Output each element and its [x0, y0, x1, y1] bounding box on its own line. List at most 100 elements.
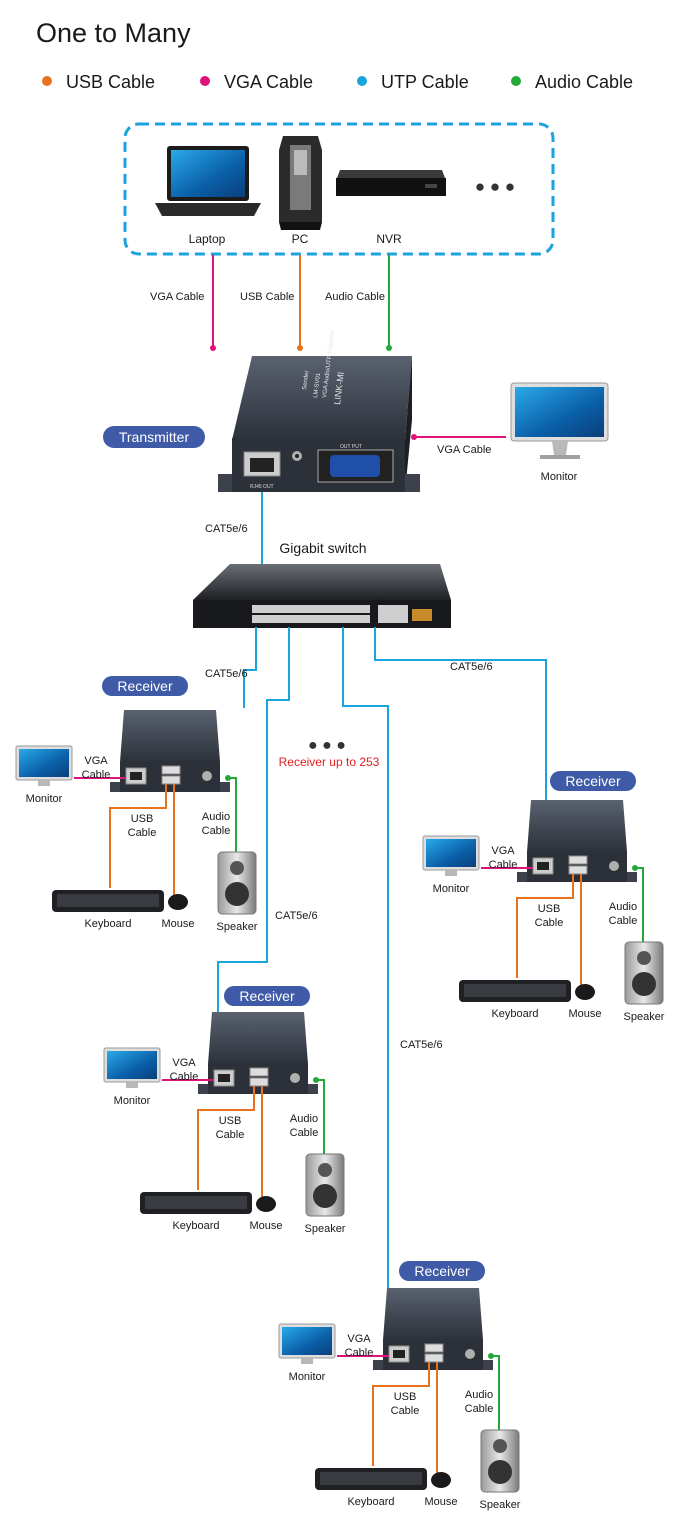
- receiver-usb-keyboard-cable-1: [109, 784, 167, 888]
- transmitter-model-line2: LM-SV01: [313, 372, 322, 398]
- receiver-audio-cable-word-2: Cable: [609, 915, 638, 927]
- cable-label-receiver-2: CAT5e/6: [450, 661, 493, 673]
- receiver-speaker-woofer-1: [225, 882, 249, 906]
- legend-utp-dot: [357, 76, 367, 86]
- receiver-audio-cable-word-1: Cable: [202, 825, 231, 837]
- receiver-keyboard-keys-4: [320, 1472, 422, 1485]
- receiver-monitor-label-3: Monitor: [114, 1095, 151, 1107]
- receiver-mouse-icon-1: [168, 894, 188, 910]
- source-audio-cable-label: Audio Cable: [325, 291, 385, 303]
- pc-label: PC: [292, 232, 309, 246]
- receiver-rj45-socket-4: [393, 1350, 405, 1358]
- laptop-icon: [155, 146, 261, 216]
- receiver-keyboard-keys-1: [57, 894, 159, 907]
- source-vga-cable-label: VGA Cable: [150, 291, 204, 303]
- receiver-audio-cable-end-3: [313, 1077, 319, 1083]
- receiver-badge-label-4: Receiver: [414, 1263, 470, 1279]
- receiver-vga-cable-word-4: Cable: [345, 1347, 374, 1359]
- receiver-usb-port-b-2: [568, 865, 588, 875]
- receiver-usb-label-3: USB: [219, 1115, 242, 1127]
- utp-cable-receiver-1: [243, 627, 257, 708]
- receiver-monitor-screen-3: [107, 1051, 157, 1079]
- receiver-speaker-tweeter-4: [493, 1439, 507, 1453]
- receiver-mount-right-4: [483, 1360, 493, 1370]
- receiver-body-top-2: [527, 800, 627, 852]
- receiver-audio-cable-end-4: [488, 1353, 494, 1359]
- page-title: One to Many: [36, 18, 191, 48]
- receiver-usb-label-1: USB: [131, 813, 154, 825]
- legend-audio-dot: [511, 76, 521, 86]
- receiver-badge-4: [399, 1261, 485, 1281]
- receiver-audio-cable-word-4: Cable: [465, 1403, 494, 1415]
- more-receivers-dots: ● ● ●: [308, 737, 346, 754]
- receiver-mount-right-2: [627, 872, 637, 882]
- transmitter-monitor-icon: [510, 382, 609, 459]
- receiver-rj45-socket-3: [218, 1074, 230, 1082]
- legend-audio-label: Audio Cable: [535, 72, 633, 92]
- receiver-dc-port-2: [609, 861, 619, 871]
- cable-label-receiver-3: CAT5e/6: [275, 910, 318, 922]
- receiver-mouse-label-1: Mouse: [161, 918, 194, 930]
- receiver-speaker-tweeter-2: [637, 951, 651, 965]
- source-group-box: [123, 122, 555, 256]
- receiver-audio-label-4: Audio: [465, 1389, 493, 1401]
- receiver-usb-keyboard-cable-4: [372, 1362, 430, 1466]
- receiver-vga-cable-word-1: Cable: [82, 769, 111, 781]
- receiver-keyboard-label-3: Keyboard: [172, 1220, 219, 1232]
- legend-vga-label: VGA Cable: [224, 72, 313, 92]
- receiver-keyboard-label-2: Keyboard: [491, 1008, 538, 1020]
- nvr-audio-cable-end: [386, 345, 392, 351]
- receiver-speaker-woofer-3: [313, 1184, 337, 1208]
- receiver-usb-cable-word-2: Cable: [535, 917, 564, 929]
- receiver-audio-label-3: Audio: [290, 1113, 318, 1125]
- receiver-monitor-stand-2: [445, 870, 457, 876]
- receiver-mouse-icon-2: [575, 984, 595, 1000]
- receiver-vga-label-4: VGA: [347, 1333, 371, 1345]
- receiver-speaker-label-4: Speaker: [480, 1499, 521, 1511]
- receiver-mount-left-2: [517, 872, 527, 882]
- pc-usb-cable-end: [297, 345, 303, 351]
- receiver-usb-label-4: USB: [394, 1391, 417, 1403]
- transmitter-switch-cable-label: CAT5e/6: [205, 523, 248, 535]
- receiver-dc-port-1: [202, 771, 212, 781]
- legend-vga-dot: [200, 76, 210, 86]
- receiver-speaker-woofer-2: [632, 972, 656, 996]
- receiver-badge-label-2: Receiver: [565, 773, 621, 789]
- receiver-rj45-socket-1: [130, 772, 142, 780]
- receiver-monitor-label-1: Monitor: [26, 793, 63, 805]
- receiver-monitor-stand-4: [301, 1358, 313, 1364]
- legend-usb-dot: [42, 76, 52, 86]
- receiver-usb-port-b-1: [161, 775, 181, 785]
- receiver-badge-1: [102, 676, 188, 696]
- receiver-vga-label-2: VGA: [491, 845, 515, 857]
- receiver-keyboard-keys-3: [145, 1196, 247, 1209]
- receiver-mount-left-4: [373, 1360, 383, 1370]
- nvr-icon: [336, 170, 446, 196]
- transmitter-port-out: OUT PUT: [340, 444, 362, 450]
- laptop-label: Laptop: [189, 232, 226, 246]
- receiver-badge-3: [224, 986, 310, 1006]
- receiver-usb-port-a-3: [249, 1067, 269, 1077]
- receiver-mount-left-3: [198, 1084, 208, 1094]
- transmitter-monitor-label: Monitor: [541, 471, 578, 483]
- receiver-mouse-icon-4: [431, 1472, 451, 1488]
- transmitter-monitor-vga-cable-end: [411, 434, 417, 440]
- receiver-speaker-tweeter-1: [230, 861, 244, 875]
- receiver-speaker-label-3: Speaker: [305, 1223, 346, 1235]
- cable-label-receiver-1: CAT5e/6: [205, 668, 248, 680]
- receiver-usb-port-b-3: [249, 1077, 269, 1087]
- transmitter-device: [218, 356, 420, 492]
- receiver-mount-right-1: [220, 782, 230, 792]
- utp-cable-receiver-3: [217, 627, 290, 1090]
- nvr-label: NVR: [376, 232, 402, 246]
- receiver-usb-port-a-2: [568, 855, 588, 865]
- receiver-vga-label-1: VGA: [84, 755, 108, 767]
- receiver-vga-label-3: VGA: [172, 1057, 196, 1069]
- pc-tower-icon: [279, 136, 322, 230]
- gigabit-switch-device: [193, 564, 451, 628]
- receiver-monitor-stand-3: [126, 1082, 138, 1088]
